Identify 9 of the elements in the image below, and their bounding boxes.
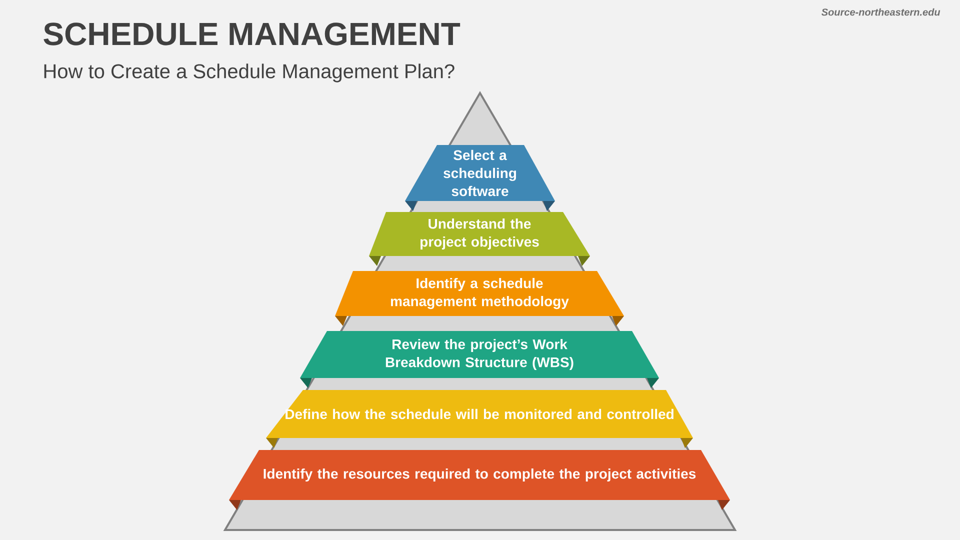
pyramid-level: Identify a schedule management methodology <box>335 271 624 326</box>
subtitle: How to Create a Schedule Management Plan? <box>44 64 454 82</box>
title: SCHEDULE MANAGEMENT <box>44 22 460 46</box>
pyramid-level: Define how the schedule will be monitored and controlled <box>266 390 693 448</box>
pyramid-level: Identify the resources required to complete the project activities <box>229 450 730 510</box>
pyramid-level: Select a scheduling software <box>405 145 555 211</box>
pyramid-level: Understand the project objectives <box>369 212 590 266</box>
source-note: Source-northeastern.edu <box>822 8 940 16</box>
pyramid-level: Review the project’s Work Breakdown Structure (WBS) <box>300 331 659 388</box>
